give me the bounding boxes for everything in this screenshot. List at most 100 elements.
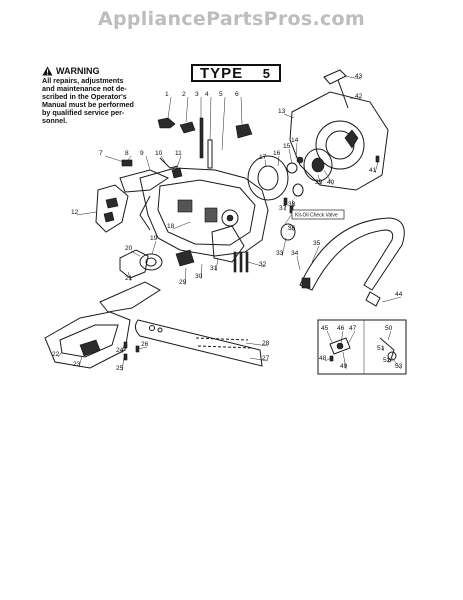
part-number-35: 35 xyxy=(313,240,321,247)
callout-label: Kit-Oil Check Valve xyxy=(295,213,338,219)
part-number-18: 18 xyxy=(167,223,175,230)
leader-line-13 xyxy=(283,113,295,119)
saw-chain xyxy=(195,337,253,349)
leader-line-31 xyxy=(215,257,219,272)
part-number-15: 15 xyxy=(283,143,291,150)
part-number-44: 44 xyxy=(395,291,403,298)
leader-line-41 xyxy=(374,161,379,174)
part-number-13: 13 xyxy=(278,108,286,115)
leader-line-24 xyxy=(121,344,125,354)
leader-line-35 xyxy=(311,245,320,263)
leader-line-49 xyxy=(342,351,347,370)
part-number-11: 11 xyxy=(175,150,182,157)
leader-line-38 xyxy=(291,199,295,208)
part-number-17: 17 xyxy=(259,154,267,161)
leader-line-53 xyxy=(391,357,402,370)
type-box: TYPE 5 xyxy=(191,64,281,82)
leader-line-48 xyxy=(324,357,332,362)
leader-line-36 xyxy=(287,225,295,232)
leader-line-25 xyxy=(121,356,125,372)
part-number-53: 53 xyxy=(395,363,403,370)
part-number-34: 34 xyxy=(291,250,299,257)
part-number-26: 26 xyxy=(141,341,149,348)
leader-line-5 xyxy=(221,96,226,151)
leader-line-22 xyxy=(57,351,63,358)
leader-line-33 xyxy=(281,237,287,257)
warning-block: WARNING All repairs, adjustments and mai… xyxy=(42,66,160,126)
leader-line-27 xyxy=(249,357,269,362)
leader-line-20 xyxy=(130,250,141,257)
part-number-8: 8 xyxy=(125,150,129,157)
part-number-49: 49 xyxy=(340,363,348,370)
engine-housing xyxy=(119,167,269,257)
watermark: AppliancePartsPros.com xyxy=(97,8,365,30)
part-number-23: 23 xyxy=(73,361,81,368)
part-number-21: 21 xyxy=(125,275,133,282)
screws-and-fasteners xyxy=(123,155,380,361)
leader-line-7 xyxy=(104,155,125,163)
leader-line-21 xyxy=(127,271,132,282)
part-number-47: 47 xyxy=(349,325,357,332)
part-number-31: 31 xyxy=(210,265,218,272)
inset-panel xyxy=(317,319,407,375)
part-number-5: 5 xyxy=(219,91,223,98)
leader-line-14 xyxy=(295,142,298,159)
leader-line-26 xyxy=(137,346,148,350)
part-number-29: 29 xyxy=(179,279,187,286)
leader-line-46 xyxy=(340,330,344,344)
part-number-20: 20 xyxy=(125,245,133,252)
type-label: TYPE xyxy=(200,64,244,82)
part-number-33: 33 xyxy=(276,250,284,257)
starter-housing xyxy=(289,69,389,191)
part-number-10: 10 xyxy=(155,150,163,157)
part-number-51: 51 xyxy=(377,345,385,352)
flywheel-group xyxy=(247,148,333,201)
part-number-30: 30 xyxy=(195,273,203,280)
leader-line-23 xyxy=(78,355,83,368)
part-number-48: 48 xyxy=(319,355,327,362)
leader-line-12 xyxy=(76,211,97,216)
top-parts xyxy=(121,117,253,179)
type-value: 5 xyxy=(262,65,270,81)
leader-line-39 xyxy=(317,174,322,186)
leader-line-6 xyxy=(240,96,243,125)
part-number-12: 12 xyxy=(71,209,79,216)
part-number-41: 41 xyxy=(369,167,377,174)
part-number-4: 4 xyxy=(205,91,209,98)
warning-heading: WARNING xyxy=(42,66,160,76)
part-number-14: 14 xyxy=(291,137,299,144)
leader-line-52 xyxy=(387,357,390,364)
leader-line-9 xyxy=(145,155,151,171)
warning-triangle-icon xyxy=(42,66,53,76)
part-number-43: 43 xyxy=(355,73,363,80)
leader-line-2 xyxy=(185,96,189,123)
guide-bar xyxy=(134,319,263,367)
leader-line-19 xyxy=(151,240,157,255)
part-number-36: 36 xyxy=(288,225,296,232)
part-number-16: 16 xyxy=(273,150,281,157)
leader-line-51 xyxy=(382,345,385,352)
leader-line-37 xyxy=(284,203,287,212)
part-number-1: 1 xyxy=(165,91,169,98)
leader-line-45 xyxy=(326,330,333,343)
part-number-46: 46 xyxy=(337,325,345,332)
part-number-7: 7 xyxy=(99,150,103,157)
leader-line-50 xyxy=(387,330,392,341)
leader-line-16 xyxy=(277,155,280,167)
part-number-45: 45 xyxy=(321,325,329,332)
leader-line-17 xyxy=(264,159,267,167)
clutch-group xyxy=(119,223,296,279)
leader-line-44 xyxy=(381,296,402,303)
trigger-handle-assembly xyxy=(95,184,129,233)
part-number-19: 19 xyxy=(150,235,158,242)
leader-line-10 xyxy=(160,155,166,163)
part-number-38: 38 xyxy=(288,201,296,208)
part-number-27: 27 xyxy=(262,355,270,362)
front-handle xyxy=(299,217,405,307)
leader-line-29 xyxy=(184,267,187,286)
leader-line-28 xyxy=(245,342,269,347)
part-number-37: 37 xyxy=(279,205,287,212)
part-number-28: 28 xyxy=(262,340,270,347)
